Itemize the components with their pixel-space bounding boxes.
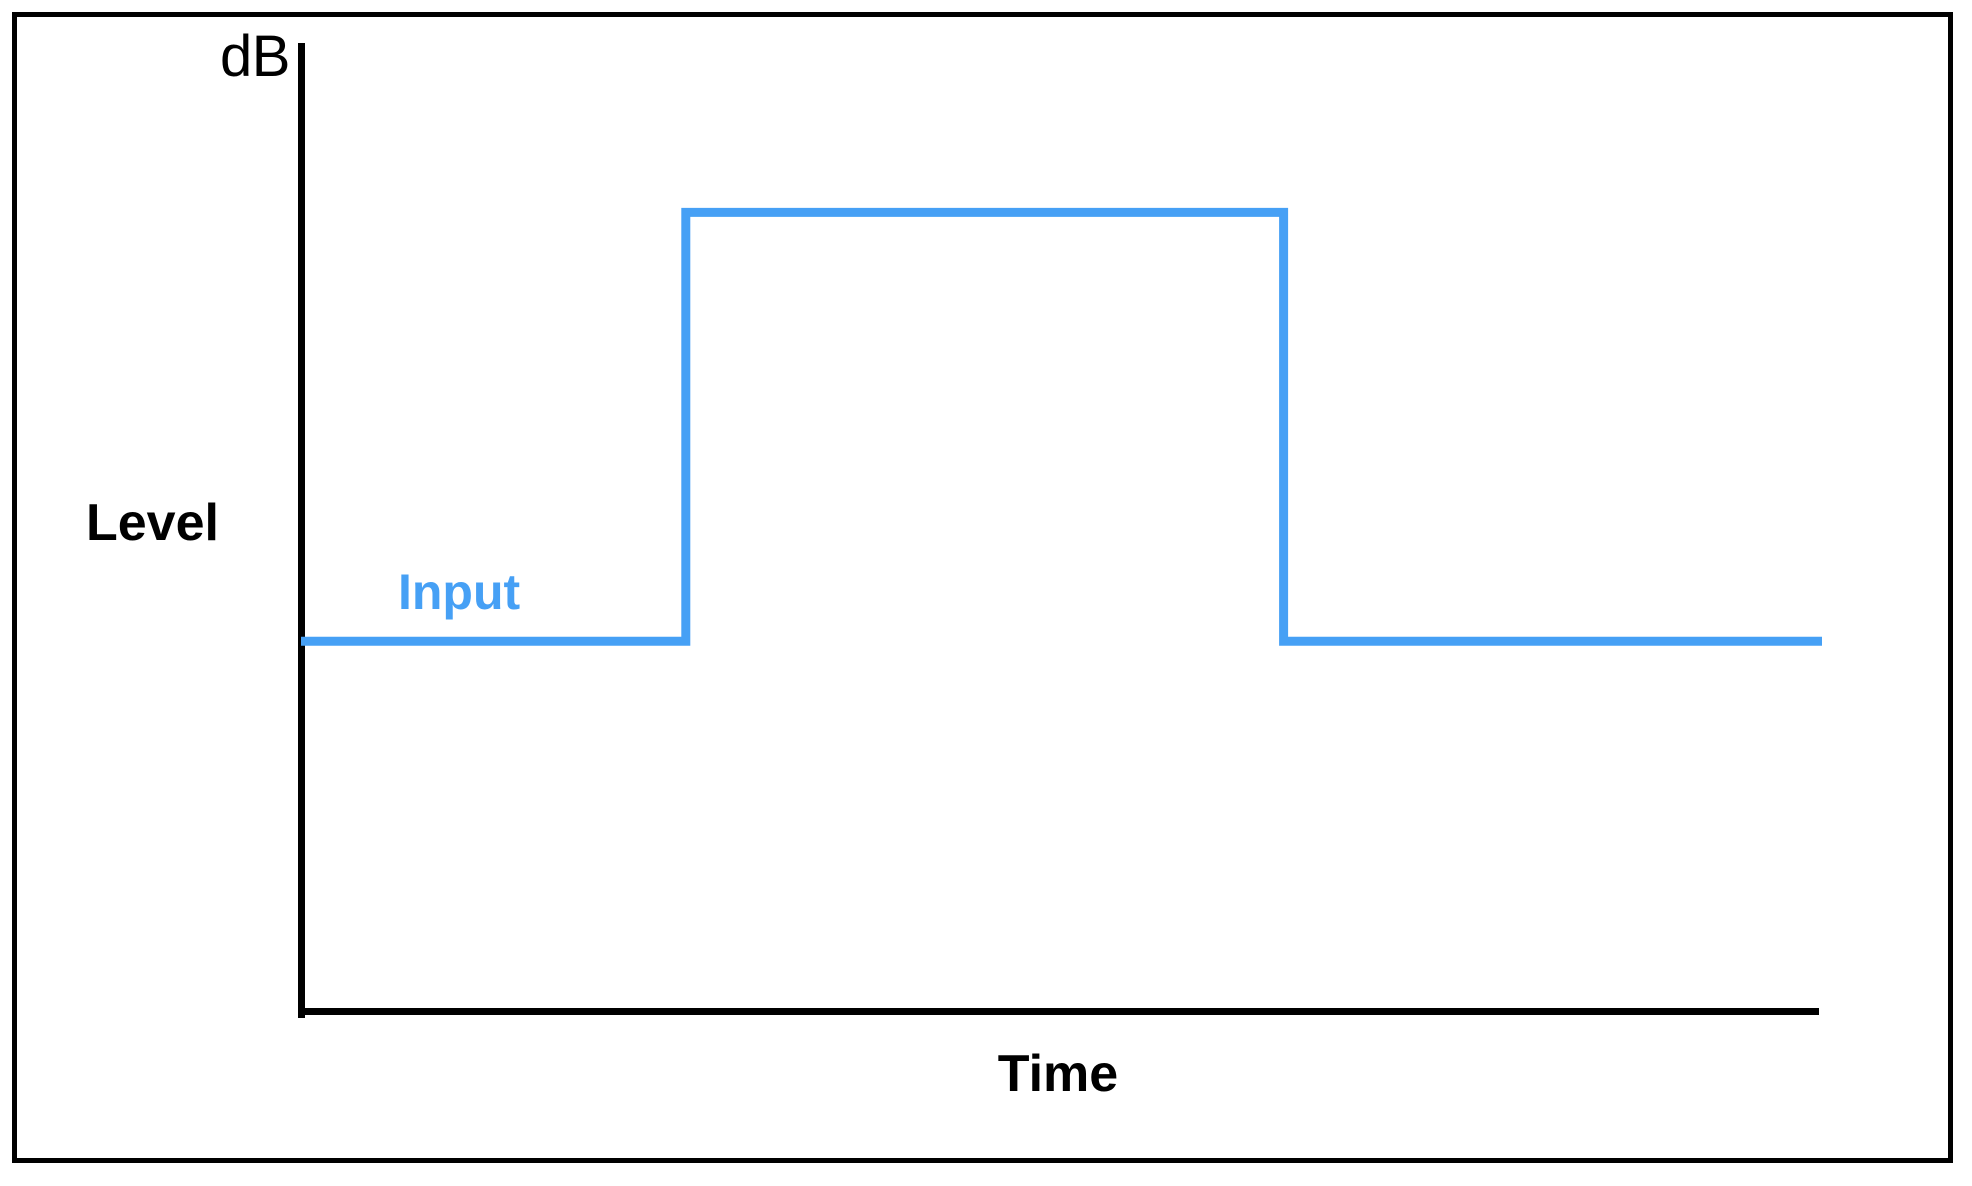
x-axis-line	[298, 1008, 1819, 1015]
y-axis-line	[298, 43, 305, 1018]
series-label-input: Input	[398, 564, 521, 620]
x-axis-title: Time	[997, 1045, 1119, 1103]
y-axis-title: Level	[86, 494, 219, 552]
input-step-polyline	[301, 207, 1822, 646]
y-axis-unit-label: dB	[220, 24, 290, 89]
